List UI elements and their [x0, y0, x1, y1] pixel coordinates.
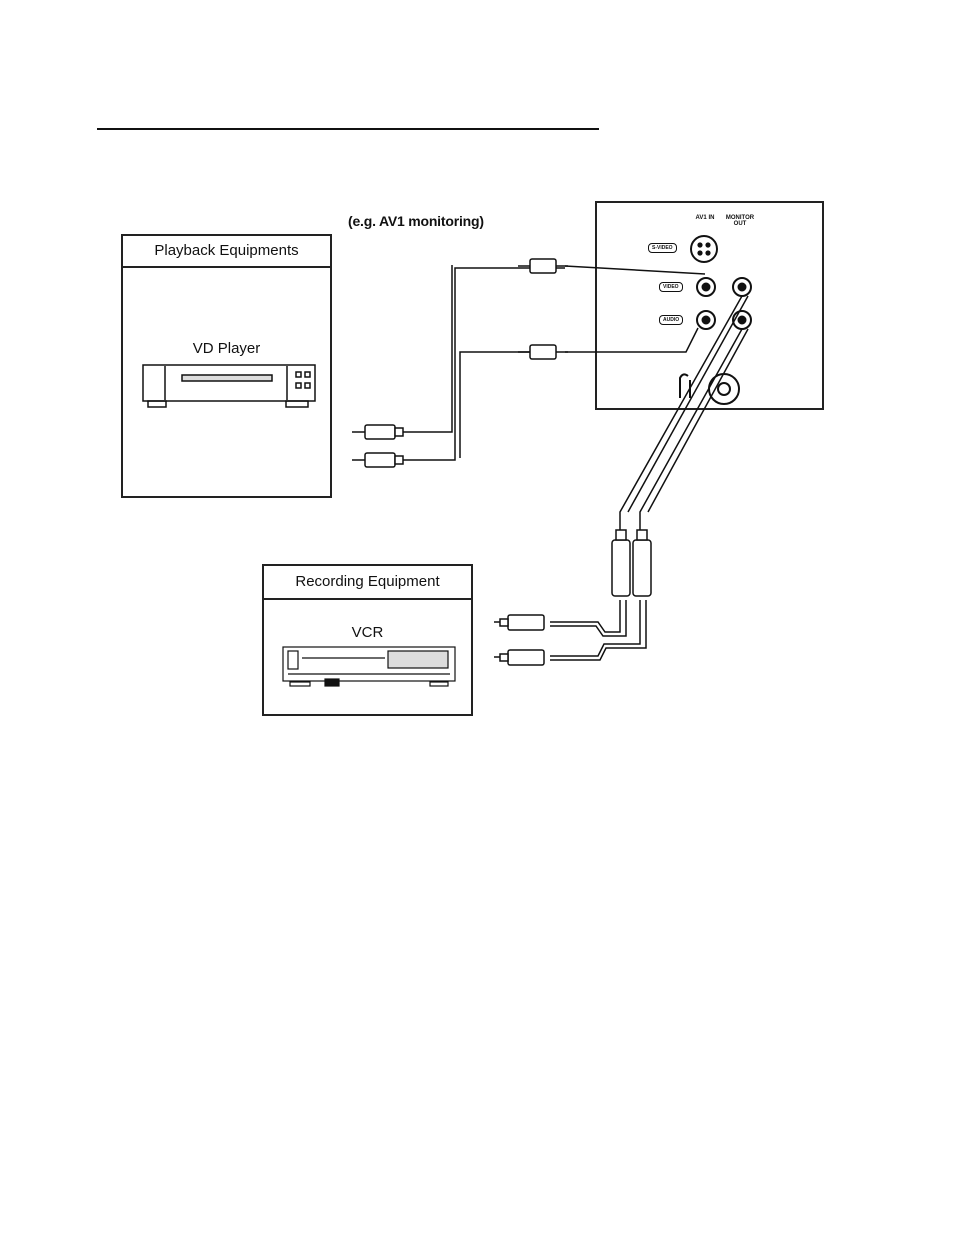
vcr-icon — [283, 647, 455, 686]
s-video-jack — [691, 236, 717, 262]
vd-player-icon — [143, 365, 315, 407]
input-cables — [402, 265, 705, 460]
output-cables — [550, 296, 748, 660]
panel-jacks — [680, 236, 751, 404]
